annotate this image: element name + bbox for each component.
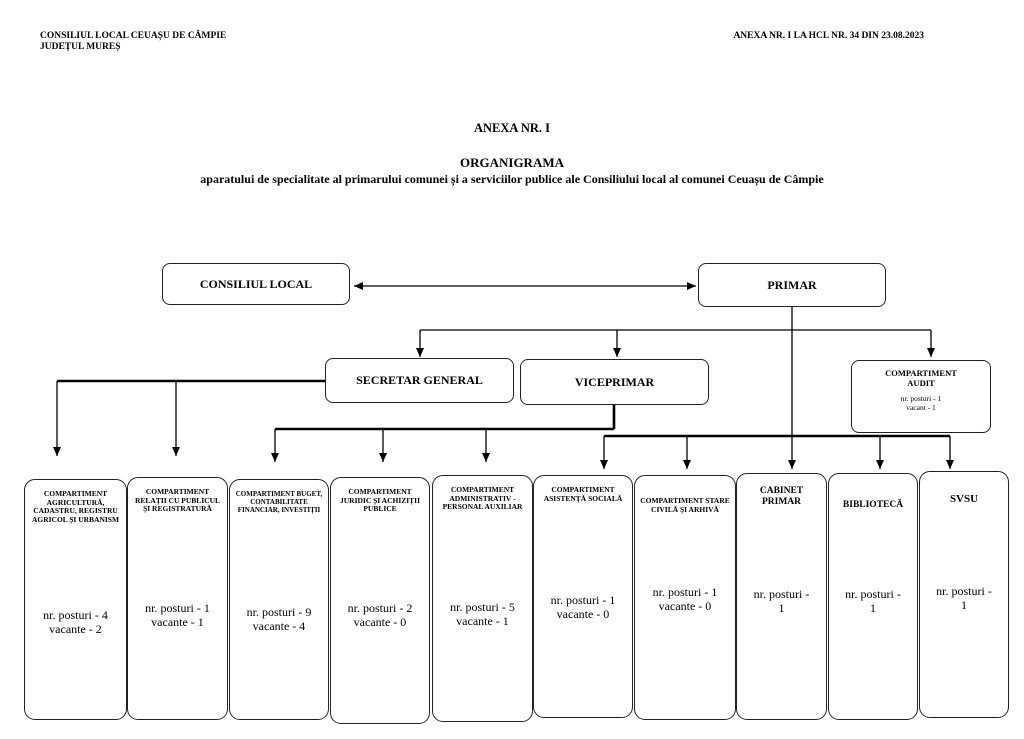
audit-name-line1: COMPARTIMENT bbox=[885, 368, 957, 378]
dept-svsu-name: SVSU bbox=[949, 493, 979, 505]
dept-juridic-achizitii: COMPARTIMENT JURIDIC ȘI ACHIZIȚII PUBLIC… bbox=[330, 477, 430, 724]
annex-reference: ANEXA NR. I LA HCL NR. 34 DIN 23.08.2023 bbox=[733, 31, 924, 41]
dept-stare-civila: COMPARTIMENT STARE CIVILĂ ȘI ARHIVĂ nr. … bbox=[634, 475, 736, 720]
audit-posts: nr. posturi - 1 bbox=[900, 394, 942, 403]
node-compartiment-audit: COMPARTIMENT AUDIT nr. posturi - 1 vacan… bbox=[851, 360, 991, 433]
dept-stare-civila-vacant: vacante - 0 bbox=[658, 599, 712, 613]
dept-biblioteca-vacant: 1 bbox=[870, 601, 876, 615]
node-primar: PRIMAR bbox=[698, 263, 886, 307]
dept-biblioteca-name: BIBLIOTECĂ bbox=[842, 500, 904, 510]
dept-agricultura-posts: nr. posturi - 4 bbox=[43, 608, 108, 622]
dept-relatii-public-vacant: vacante - 1 bbox=[151, 615, 204, 629]
dept-agricultura-vacant: vacante - 2 bbox=[49, 622, 102, 636]
dept-svsu-vacant: 1 bbox=[961, 598, 967, 612]
audit-vacant: vacant - 1 bbox=[906, 403, 936, 412]
dept-administrativ: COMPARTIMENT ADMINISTRATIV - PERSONAL AU… bbox=[432, 475, 533, 722]
dept-asistenta-posts: nr. posturi - 1 bbox=[550, 593, 616, 607]
organigram-title: ORGANIGRAMA bbox=[460, 155, 564, 170]
county-name: JUDEȚUL MUREȘ bbox=[40, 42, 121, 52]
node-secretar-general: SECRETAR GENERAL bbox=[325, 358, 514, 403]
dept-svsu-posts: nr. posturi - bbox=[936, 584, 992, 598]
node-consiliul-label: CONSILIUL LOCAL bbox=[199, 276, 313, 291]
dept-juridic-vacant: vacante - 0 bbox=[353, 615, 407, 629]
dept-asistenta-name: COMPARTIMENT ASISTENȚĂ SOCIALĂ bbox=[543, 485, 623, 503]
dept-relatii-public-name: COMPARTIMENT RELAȚII CU PUBLICUL ȘI REGI… bbox=[134, 487, 221, 513]
dept-administrativ-posts: nr. posturi - 5 bbox=[450, 600, 515, 614]
dept-buget-contabilitate: COMPARTIMENT BUGET, CONTABILITATE FINANC… bbox=[229, 479, 329, 720]
dept-stare-civila-posts: nr. posturi - 1 bbox=[652, 585, 718, 599]
dept-svsu: SVSU nr. posturi - 1 bbox=[919, 471, 1009, 718]
dept-relatii-public-posts: nr. posturi - 1 bbox=[145, 601, 210, 615]
dept-biblioteca-posts: nr. posturi - bbox=[845, 587, 901, 601]
dept-administrativ-vacant: vacante - 1 bbox=[456, 614, 509, 628]
annex-title: ANEXA NR. I bbox=[473, 121, 551, 135]
dept-cabinet-name: CABINET PRIMAR bbox=[759, 486, 804, 507]
dept-juridic-posts: nr. posturi - 2 bbox=[347, 601, 413, 615]
node-primar-label: PRIMAR bbox=[767, 277, 817, 292]
dept-cabinet-primar: CABINET PRIMAR nr. posturi - 1 bbox=[736, 473, 827, 720]
dept-stare-civila-name: COMPARTIMENT STARE CIVILĂ ȘI ARHIVĂ bbox=[640, 496, 730, 514]
dept-biblioteca: BIBLIOTECĂ nr. posturi - 1 bbox=[828, 473, 918, 720]
node-viceprimar: VICEPRIMAR bbox=[520, 359, 709, 405]
organigram-subtitle: aparatului de specialitate al primarului… bbox=[200, 172, 824, 186]
dept-cabinet-vacant: 1 bbox=[778, 601, 785, 615]
node-consiliul-local: CONSILIUL LOCAL bbox=[162, 263, 350, 305]
dept-asistenta-vacant: vacante - 0 bbox=[556, 607, 610, 621]
dept-cabinet-posts: nr. posturi - bbox=[753, 587, 810, 601]
node-viceprimar-label: VICEPRIMAR bbox=[574, 374, 655, 389]
audit-name-line2: AUDIT bbox=[907, 377, 935, 388]
dept-buget-name: COMPARTIMENT BUGET, CONTABILITATE FINANC… bbox=[235, 490, 323, 514]
dept-buget-vacant: vacante - 4 bbox=[252, 619, 306, 633]
dept-asistenta-sociala: COMPARTIMENT ASISTENȚĂ SOCIALĂ nr. postu… bbox=[533, 475, 633, 718]
dept-agricultura: COMPARTIMENT AGRICULTURĂ, CADASTRU, REGI… bbox=[24, 479, 127, 720]
header-left: CONSILIUL LOCAL CEUAȘU DE CÂMPIE JUDEȚUL… bbox=[40, 31, 226, 53]
council-name: CONSILIUL LOCAL CEUAȘU DE CÂMPIE bbox=[40, 31, 227, 41]
dept-relatii-public: COMPARTIMENT RELAȚII CU PUBLICUL ȘI REGI… bbox=[127, 477, 228, 720]
dept-buget-posts: nr. posturi - 9 bbox=[246, 605, 312, 619]
dept-juridic-name: COMPARTIMENT JURIDIC ȘI ACHIZIȚII PUBLIC… bbox=[339, 487, 421, 513]
dept-agricultura-name: COMPARTIMENT AGRICULTURĂ, CADASTRU, REGI… bbox=[31, 489, 120, 524]
node-secretar-label: SECRETAR GENERAL bbox=[356, 373, 483, 387]
dept-administrativ-name: COMPARTIMENT ADMINISTRATIV - PERSONAL AU… bbox=[442, 485, 523, 511]
